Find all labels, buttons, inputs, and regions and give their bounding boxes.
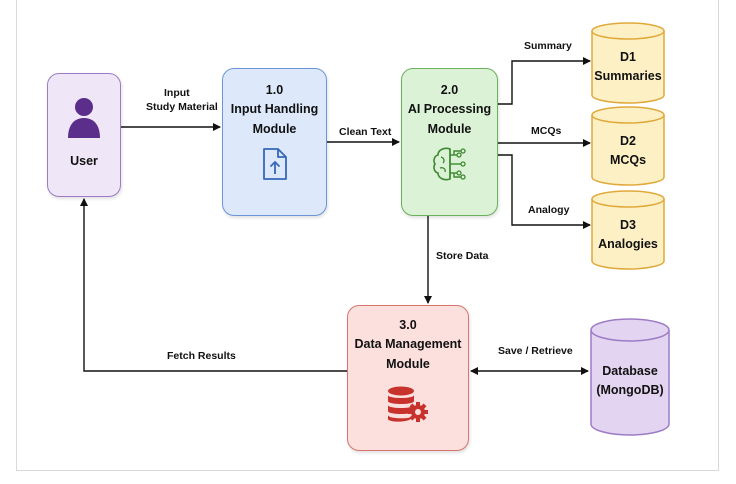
database-gear-icon: [388, 386, 428, 423]
flow-label-input-line2: Study Material: [146, 101, 218, 114]
frame-left-border: [16, 0, 17, 470]
store-id: D3: [620, 218, 636, 232]
module-name-line2: Module: [386, 356, 430, 371]
database-name: Database: [602, 364, 658, 378]
module-name-line1: Input Handling: [230, 102, 319, 117]
flow-label-fetch-results: Fetch Results: [167, 350, 236, 362]
flow-label-save-retrieve: Save / Retrieve: [498, 345, 573, 357]
flow-label-store-data: Store Data: [436, 250, 489, 262]
store-name: Analogies: [598, 236, 658, 251]
store-id: D1: [620, 50, 636, 64]
store-id: D2: [620, 134, 636, 148]
arrow-ai-to-summaries: [498, 57, 591, 105]
module-number: 1.0: [265, 83, 284, 97]
cylinder-shape: [591, 22, 665, 104]
arrow-ai-to-analogies: [498, 154, 591, 229]
flow-label-input-line1: Input: [164, 87, 190, 99]
ai-processing-module: 2.0 AI Processing Module: [401, 68, 498, 216]
flow-label-input: Input Study Material: [146, 86, 218, 114]
frame-right-border: [718, 0, 719, 470]
flow-label-clean-text: Clean Text: [339, 126, 392, 138]
flow-label-summary: Summary: [524, 40, 572, 52]
module-name-line1: AI Processing: [407, 102, 492, 117]
flow-label-mcqs: MCQs: [531, 125, 562, 137]
cylinder-shape: [591, 190, 665, 270]
cylinder-shape: [590, 318, 670, 436]
ai-brain-icon: [432, 147, 466, 181]
module-number: 2.0: [440, 83, 459, 97]
module-name-line2: Module: [252, 121, 297, 136]
input-handling-module: 1.0 Input Handling Module: [222, 68, 327, 216]
data-store-d2: D2 MCQs: [591, 106, 665, 186]
file-upload-icon: [262, 148, 287, 181]
database-mongodb: Database (MongoDB): [590, 318, 670, 436]
database-engine: (MongoDB): [596, 382, 664, 397]
data-store-d1: D1 Summaries: [591, 22, 665, 104]
store-name: MCQs: [609, 152, 647, 167]
cylinder-shape: [591, 106, 665, 186]
data-management-module: 3.0 Data Management Module: [347, 305, 469, 451]
data-store-d3: D3 Analogies: [591, 190, 665, 270]
flow-label-analogy: Analogy: [528, 204, 570, 216]
arrow-fetch-results-to-user: [80, 198, 347, 372]
person-icon: [68, 98, 100, 138]
frame-bottom-border: [16, 470, 719, 471]
module-name-line1: Data Management: [354, 337, 462, 352]
module-number: 3.0: [399, 318, 417, 332]
user-label: User: [70, 154, 98, 168]
store-name: Summaries: [594, 68, 662, 83]
module-name-line2: Module: [427, 121, 472, 136]
user-entity: User: [47, 73, 121, 197]
